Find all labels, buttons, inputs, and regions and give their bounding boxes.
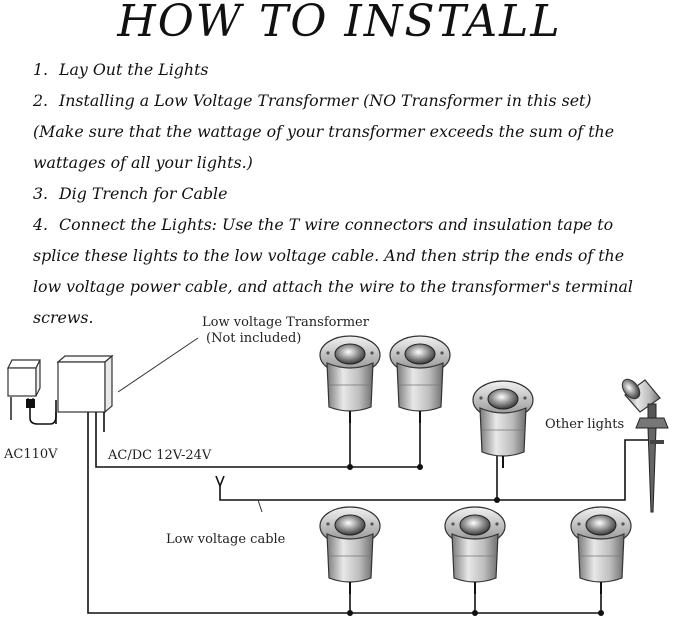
inground-light-icon	[319, 335, 381, 424]
step-line: splice these lights to the low voltage c…	[33, 240, 673, 271]
step-text: splice these lights to the low voltage c…	[33, 246, 625, 265]
output-voltage-label: AC/DC 12V-24V	[107, 448, 212, 463]
step-line: 4. Connect the Lights: Use the T wire con…	[33, 209, 673, 240]
step-text: wattages of all your lights.)	[33, 153, 253, 172]
step-text: screws.	[33, 308, 94, 327]
step-text: Installing a Low Voltage Transformer (NO…	[59, 91, 592, 110]
step-number: 3.	[33, 184, 49, 203]
step-line: low voltage power cable, and attach the …	[33, 271, 673, 302]
page-title: HOW TO INSTALL	[117, 0, 562, 47]
inground-light-icon	[570, 506, 632, 595]
inground-light-icon	[389, 335, 451, 424]
step-line: 1. Lay Out the Lights	[33, 54, 673, 85]
inground-light-icon	[444, 506, 506, 595]
step-line: 3. Dig Trench for Cable	[33, 178, 673, 209]
transformer-leader-line	[117, 337, 199, 393]
inground-light-icon	[319, 506, 381, 595]
cable-label: Low voltage cable	[166, 532, 286, 547]
step-line: wattages of all your lights.)	[33, 147, 673, 178]
transformer-icon	[55, 354, 114, 424]
step-number: 1.	[33, 60, 49, 79]
spike-spotlight-icon	[621, 378, 669, 513]
step-line: (Make sure that the wattage of your tran…	[33, 116, 673, 147]
step-number: 4.	[33, 215, 49, 234]
step-text: low voltage power cable, and attach the …	[33, 277, 633, 296]
cable-wiring	[87, 403, 651, 614]
wall-outlet-icon	[7, 359, 41, 397]
cable-leader-line	[257, 499, 263, 513]
other-lights-label: Other lights	[545, 417, 624, 432]
step-text: Lay Out the Lights	[59, 60, 209, 79]
step-text: Dig Trench for Cable	[59, 184, 228, 203]
ac-voltage-label: AC110V	[3, 447, 58, 462]
transformer-label: Low voltage Transformer	[202, 315, 370, 330]
wire-junctions	[347, 464, 604, 616]
power-plug-icon	[26, 398, 57, 425]
step-number: 2.	[33, 91, 49, 110]
step-text: Connect the Lights: Use the T wire conne…	[59, 215, 614, 234]
install-steps: 1. Lay Out the Lights 2. Installing a Low …	[33, 54, 673, 333]
step-line: 2. Installing a Low Voltage Transformer (…	[33, 85, 673, 116]
transformer-note-label: (Not included)	[206, 331, 301, 346]
step-line: screws.	[33, 302, 673, 333]
step-text: (Make sure that the wattage of your tran…	[33, 122, 615, 141]
inground-light-icon	[472, 380, 534, 469]
